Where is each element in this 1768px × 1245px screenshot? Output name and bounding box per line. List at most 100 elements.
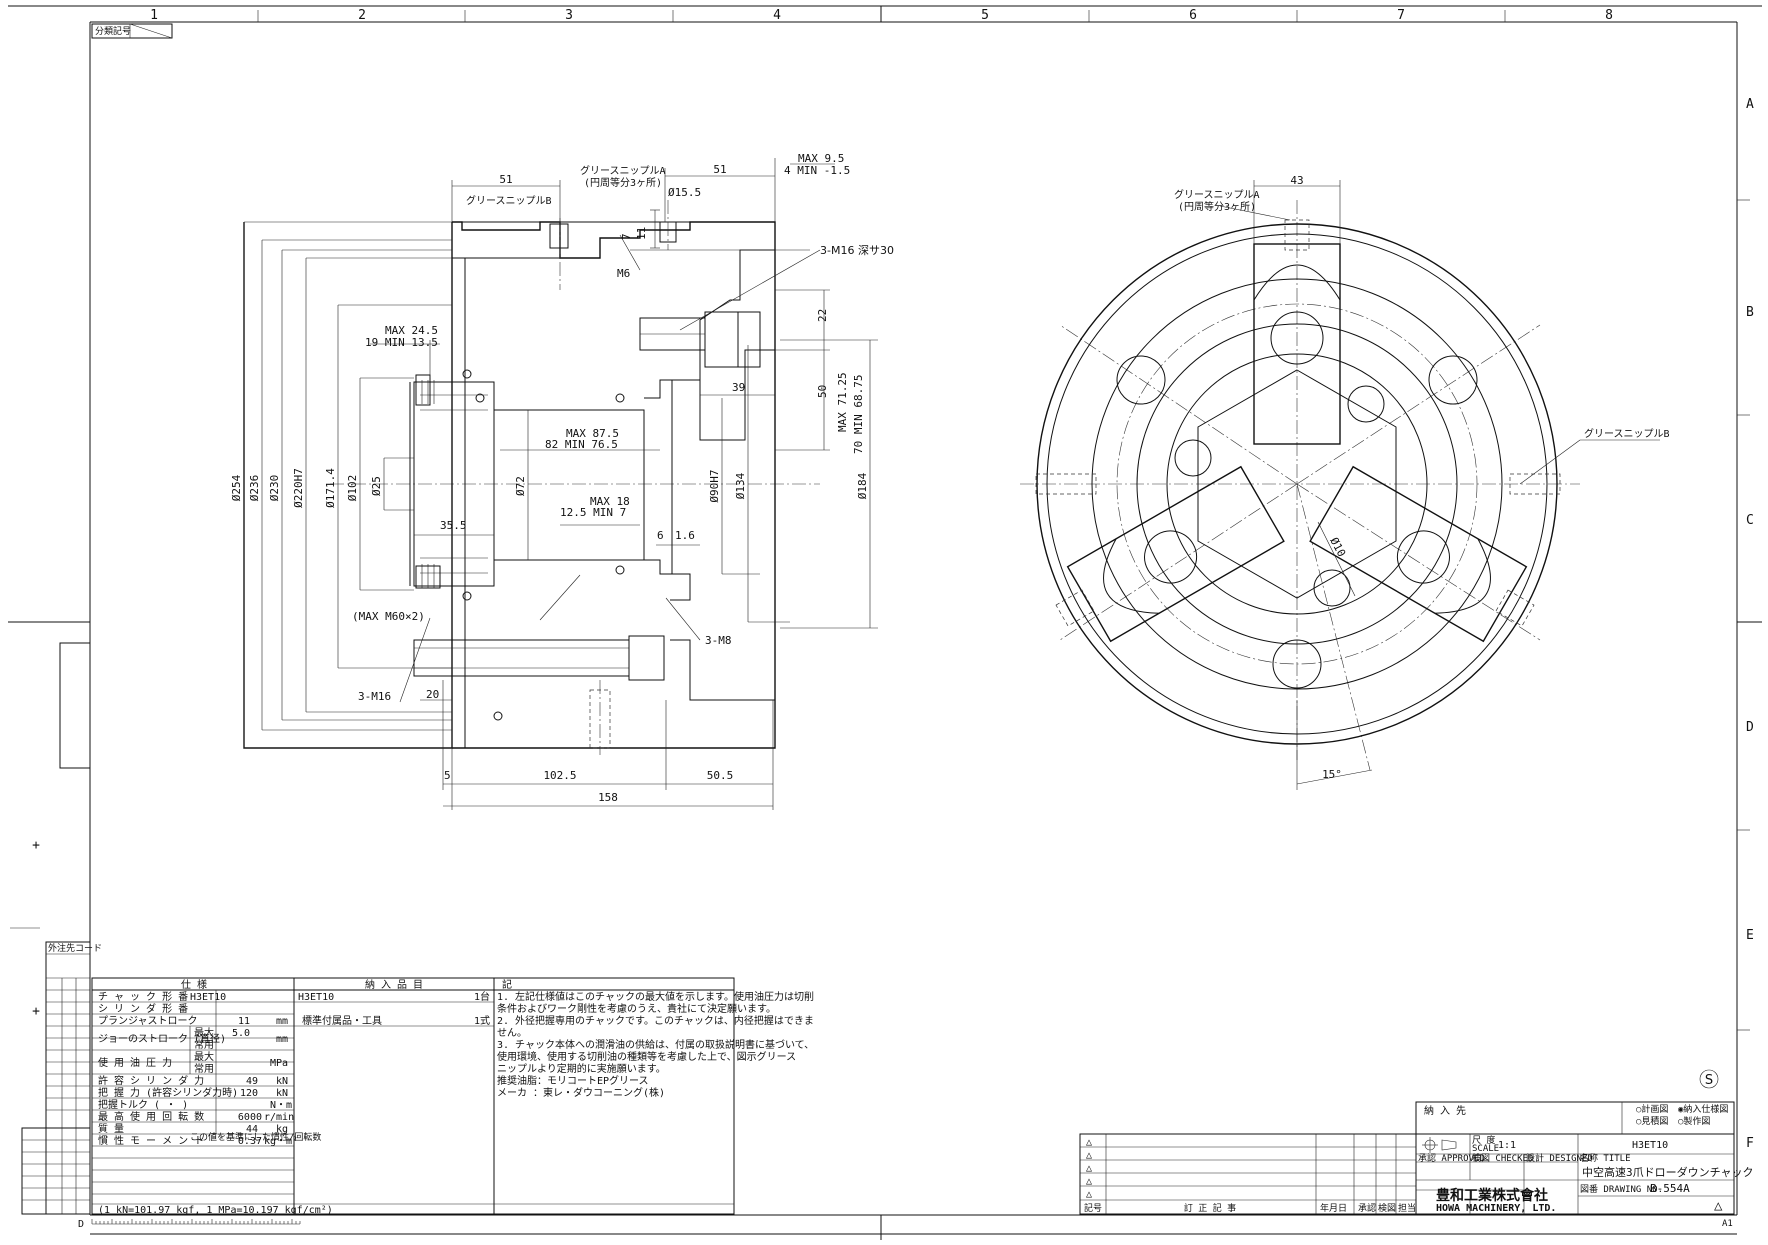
- spec-unit: MPa: [270, 1058, 288, 1069]
- rev-triangle-icon: △: [1086, 1137, 1092, 1148]
- rev-col-mark: 記号: [1084, 1202, 1102, 1214]
- spec-label: 使 用 油 圧 力: [98, 1056, 172, 1069]
- note-line: 2. 外径把握専用のチャックです。このチャックは、内径把握はできま: [497, 1014, 814, 1027]
- rev-col-charge: 担当: [1398, 1202, 1416, 1214]
- dim-d236: Ø236: [248, 475, 261, 502]
- front-label-grease-b: グリースニップルB: [1584, 427, 1670, 440]
- delivery-item: H3ET10: [298, 992, 334, 1003]
- delivery-qty: 1台: [474, 990, 490, 1003]
- projection-symbol-icon: [1422, 1137, 1457, 1153]
- spec-label: 質 量: [98, 1122, 124, 1135]
- note-line: せん。: [497, 1027, 527, 1039]
- dim-max875: MAX 87.5: [566, 427, 619, 440]
- check-production: ○製作図: [1678, 1115, 1710, 1127]
- dim-v39: 39: [732, 381, 745, 394]
- note-line: 使用環境、使用する切削油の種類等を考慮した上で、図示グリース: [497, 1050, 796, 1063]
- dim-v158: 158: [598, 791, 618, 804]
- spec-unit: mm: [276, 1016, 288, 1027]
- dim-v1025: 102.5: [543, 769, 576, 782]
- check-quote: ○見積図: [1636, 1115, 1668, 1127]
- dim-v50: 50: [816, 385, 829, 398]
- dim-v22: 22: [816, 309, 829, 322]
- row-marker: B: [1746, 305, 1754, 320]
- spec-value: 44: [246, 1124, 258, 1135]
- s-mark-icon: [1699, 1069, 1719, 1089]
- rev-triangle-icon: △: [1086, 1150, 1092, 1161]
- spec-unit: r/min: [264, 1112, 294, 1123]
- dim-d102: Ø102: [346, 475, 359, 502]
- drawing-no-label: 図番 DRAWING NO.: [1580, 1183, 1663, 1195]
- drawing-title: 中空高速3爪ドローダウンチャック: [1582, 1165, 1754, 1179]
- dim-d90: Ø90H7: [708, 469, 721, 502]
- rev-triangle-icon: △: [1086, 1176, 1092, 1187]
- drawing-number: B-554A: [1650, 1182, 1690, 1195]
- row-markers: A B C D E F: [1746, 97, 1754, 1151]
- note-line: メーカ ：東レ・ダウコーニング(株): [497, 1086, 665, 1099]
- dim-max18: MAX 18: [590, 495, 630, 508]
- row-marker: A: [1746, 97, 1754, 112]
- dim-w43: 43: [1290, 174, 1303, 187]
- dim-v355: 35.5: [440, 519, 467, 532]
- dim-v5: 5: [444, 769, 451, 782]
- column-marker: 1: [150, 8, 158, 23]
- moment-note: この値を基準にした慣性/回転数: [190, 1131, 321, 1143]
- scale-sub: SCALE: [1472, 1144, 1499, 1154]
- company-name-jp: 豊和工業株式會社: [1436, 1187, 1548, 1204]
- dim-top51b: 51: [713, 163, 726, 176]
- rev-col-desc: 訂 正 記 事: [1184, 1202, 1236, 1214]
- jaw-lower-left: [1309, 465, 1528, 643]
- title-label: 名称 TITLE: [1580, 1152, 1631, 1164]
- label-grease-b: グリースニップルB: [466, 194, 552, 207]
- column-marker: 2: [358, 8, 366, 23]
- check-delivery-spec: ◉納入仕様図: [1678, 1103, 1728, 1115]
- dim-d25: Ø25: [370, 476, 383, 496]
- spec-value: 5.0: [232, 1028, 250, 1039]
- spec-table: 仕 様 納 入 品 目 記 チ ャ ッ ク 形 番 H3ET10 シ リ ン ダ…: [91, 977, 814, 1216]
- dim-d171: Ø171.4: [324, 468, 337, 508]
- dim-d230: Ø230: [268, 475, 281, 502]
- dim-v7: 7: [620, 233, 633, 240]
- spec-value: 120: [240, 1088, 258, 1099]
- spec-unit: N・m: [270, 1100, 292, 1111]
- scale-label: 尺 度: [1472, 1134, 1495, 1146]
- rev-triangle-icon: △: [1086, 1163, 1092, 1174]
- front-label-grease-a: グリースニップルA: [1174, 188, 1260, 201]
- spec-label: 把 握 力 (許容シリンダ力時): [98, 1086, 238, 1099]
- dim-d72: Ø72: [514, 476, 527, 496]
- dim-min15: 4 MIN -1.5: [784, 164, 850, 177]
- rev-triangle-icon: △: [1086, 1189, 1092, 1200]
- front-view: 43 Ø10 15° グリースニップルA (円周等分3ヶ所) グリースニップルB: [1020, 174, 1670, 790]
- label-grease-a: グリースニップルA: [580, 164, 666, 177]
- svg-text:+: +: [32, 1004, 40, 1019]
- spec-unit: mm: [276, 1034, 288, 1045]
- spec-label: 把握トルク ( ・ ): [98, 1098, 188, 1111]
- designed-label: 設計 DESIGNED: [1526, 1152, 1593, 1164]
- column-marker: 6: [1189, 8, 1197, 23]
- spec-value: 49: [246, 1076, 258, 1087]
- scale-value: 1:1: [1498, 1140, 1516, 1151]
- rev-triangles: △ △ △ △ △: [1086, 1137, 1092, 1200]
- row-marker: E: [1746, 928, 1754, 943]
- spec-value: 0.37: [238, 1136, 262, 1147]
- spec-label: 許 容 シ リ ン ダ 力: [98, 1074, 204, 1087]
- svg-text:+: +: [32, 838, 40, 853]
- column-marker: 7: [1397, 8, 1405, 23]
- dim-m6: M6: [617, 267, 630, 280]
- spec-label: 慣 性 モ ー メ ン ト: [98, 1134, 204, 1147]
- order-code-label: 外注先コード: [48, 942, 102, 954]
- dim-v16: 1.6: [675, 529, 695, 542]
- delivery-item: 標準付属品・工具: [302, 1014, 382, 1027]
- spec-label: シ リ ン ダ 形 番: [98, 1002, 188, 1015]
- dim-min6875: 70 MIN 68.75: [852, 375, 865, 454]
- sheet-border: + +: [8, 5, 1762, 1240]
- note-line: 1. 左記仕様値はこのチャックの最大値を示します。使用油圧力は切削: [497, 990, 814, 1003]
- dim-min7: 12.5 MIN 7: [560, 506, 626, 519]
- dim-min135: 19 MIN 13.5: [365, 336, 438, 349]
- dim-m16: 3-M16: [358, 690, 391, 703]
- spec-label: プランジャストローク: [98, 1015, 198, 1027]
- spec-sub: 最大: [194, 1050, 214, 1063]
- spec-label: ジョーのストローク (直径): [98, 1032, 226, 1045]
- check-plan: ○計画図: [1636, 1103, 1668, 1115]
- dim-d184: Ø184: [856, 472, 869, 499]
- dim-m16top: 3-M16 深サ30: [820, 244, 894, 257]
